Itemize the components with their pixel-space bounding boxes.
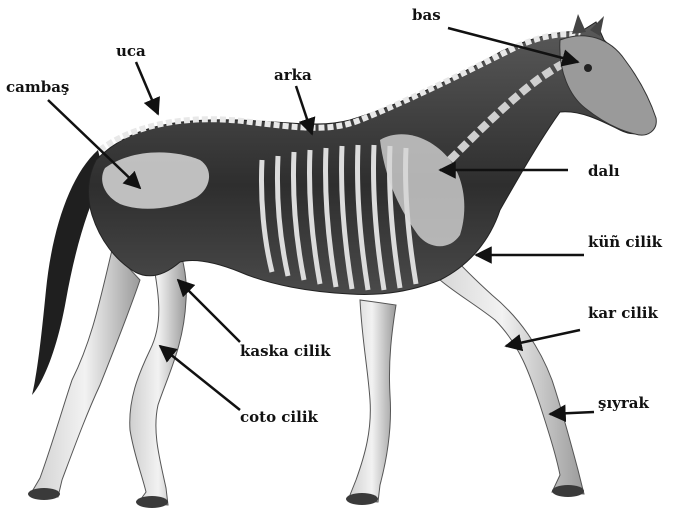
arrow-uca bbox=[136, 62, 158, 114]
arrow-coto-cilik bbox=[160, 346, 240, 410]
label-dali: dalı bbox=[588, 162, 620, 180]
label-cambas: cambaş bbox=[6, 78, 69, 96]
label-arka: arka bbox=[274, 66, 312, 84]
label-uca: uca bbox=[116, 42, 146, 60]
arrow-kaska-cilik bbox=[178, 280, 240, 342]
label-kaska-cilik: kaska cilik bbox=[240, 342, 331, 360]
label-kar-cilik: kar cilik bbox=[588, 304, 658, 322]
label-kun-cilik: küñ cilik bbox=[588, 233, 663, 251]
hooves bbox=[28, 485, 584, 508]
head bbox=[560, 36, 656, 135]
horse-figure bbox=[28, 14, 656, 508]
label-siyrak: şıyrak bbox=[598, 394, 649, 412]
front-leg-back bbox=[348, 300, 396, 502]
label-coto-cilik: coto cilik bbox=[240, 408, 319, 426]
eye bbox=[584, 64, 592, 72]
label-bas: bas bbox=[412, 6, 441, 24]
